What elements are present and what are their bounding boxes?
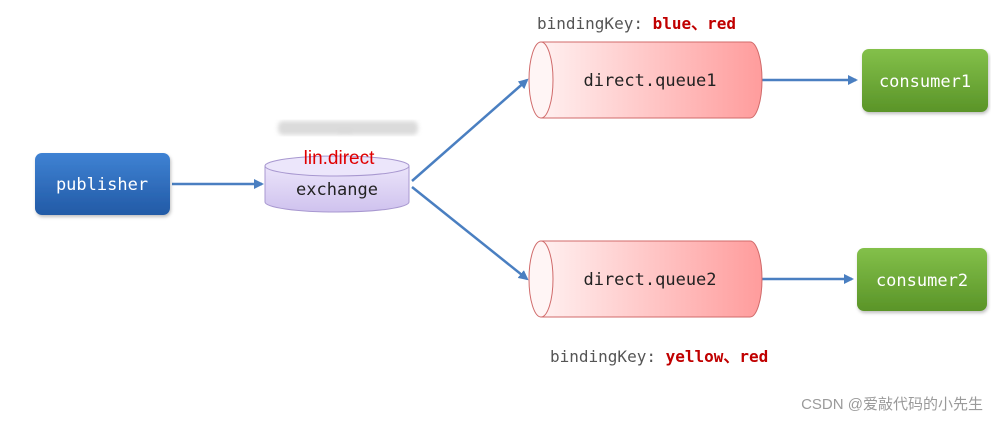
- arrow-exchange-to-queue2: [411, 186, 529, 281]
- queue1-node: bindingKey: blue、red direct.queue1: [528, 14, 763, 119]
- exchange-name: lin.direct: [304, 148, 375, 169]
- queue1-cylinder-body: [540, 41, 763, 119]
- csdn-watermark: CSDN @爱敲代码的小先生: [801, 396, 983, 413]
- publisher-label: publisher: [56, 175, 148, 195]
- arrows: [172, 75, 858, 284]
- queue2-cylinder-body: [540, 240, 763, 318]
- publisher-node: publisher: [35, 153, 170, 215]
- queue1-binding-keys: blue、red: [653, 14, 736, 33]
- consumer2-box: [857, 248, 987, 311]
- arrow-exchange-to-queue1: [411, 78, 529, 182]
- consumer1-label: consumer1: [879, 72, 971, 92]
- queue2-binding-key-line: bindingKey: yellow、red: [550, 347, 768, 366]
- queue1-label: direct.queue1: [583, 71, 716, 91]
- queue1-binding-prefix: bindingKey:: [537, 14, 653, 33]
- queue1-cylinder-left-cap: [528, 41, 554, 119]
- queue2-cylinder-left-cap: [528, 240, 554, 318]
- queue2-binding-prefix: bindingKey:: [550, 347, 666, 366]
- publisher-box: [35, 153, 170, 215]
- queue1-binding-key-line: bindingKey: blue、red: [537, 14, 736, 33]
- consumer2-label: consumer2: [876, 271, 968, 291]
- consumer2-node: consumer2: [857, 248, 987, 311]
- queue2-node: direct.queue2 bindingKey: yellow、red: [528, 240, 768, 366]
- consumer1-node: consumer1: [862, 49, 988, 112]
- exchange-cylinder-top: [264, 155, 410, 177]
- exchange-node: … lin.direct exchange: [264, 120, 418, 213]
- consumer1-box: [862, 49, 988, 112]
- queue2-binding-keys: yellow、red: [666, 347, 769, 366]
- queue2-label: direct.queue2: [583, 270, 716, 290]
- exchange-label: exchange: [296, 180, 378, 200]
- exchange-cylinder-body: [264, 165, 410, 213]
- exchange-blur-smudge: [278, 121, 418, 135]
